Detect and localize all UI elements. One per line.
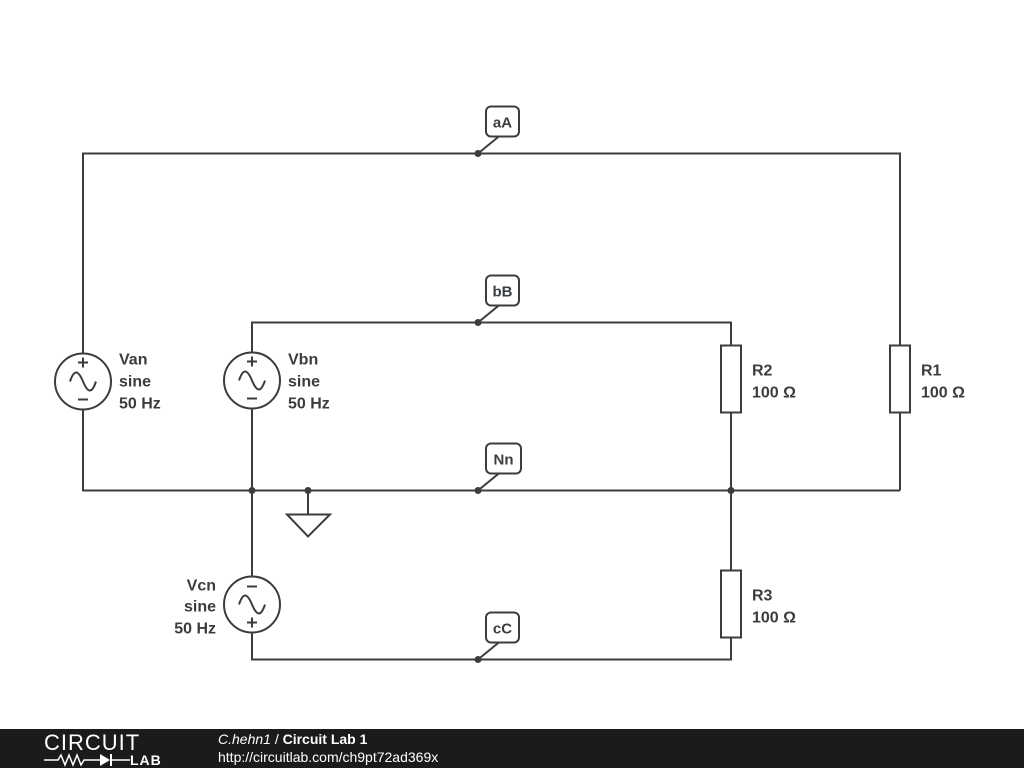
schematic-url[interactable]: http://circuitlab.com/ch9pt72ad369x xyxy=(218,749,439,765)
logo-resistor-diode-icon xyxy=(44,753,130,767)
label-text: cC xyxy=(493,621,512,638)
logo-text-bottom: LAB xyxy=(130,752,162,768)
junction-dot xyxy=(727,487,735,494)
label-leader xyxy=(477,471,501,492)
ground-symbol[interactable] xyxy=(284,513,333,538)
resistor-r2[interactable]: R2 100 Ω xyxy=(720,344,796,414)
wire-cC[interactable] xyxy=(251,632,732,661)
resistor-name: R1 xyxy=(921,363,942,380)
resistor-r3[interactable]: R3 100 Ω xyxy=(720,569,796,639)
label-box xyxy=(485,611,520,644)
source-freq: 50 Hz xyxy=(119,396,161,413)
node-label-bB[interactable]: bB xyxy=(477,274,520,324)
resistor-value: 100 Ω xyxy=(752,610,796,627)
resistor-value: 100 Ω xyxy=(752,385,796,402)
sine-wave-icon xyxy=(238,594,266,615)
credit-separator: / xyxy=(270,731,283,747)
source-name: Vbn xyxy=(288,352,318,369)
source-type: sine xyxy=(184,599,216,616)
label-leader xyxy=(477,640,501,661)
node-label-cC[interactable]: cC xyxy=(477,611,520,661)
source-type: sine xyxy=(119,374,151,391)
resistor-name: R3 xyxy=(752,588,773,605)
source-freq: 50 Hz xyxy=(174,621,216,638)
circuitlab-logo[interactable]: CIRCUIT LAB xyxy=(44,730,179,768)
label-leader xyxy=(477,303,501,324)
wire-neutral-bus[interactable] xyxy=(82,405,900,492)
resistor-body xyxy=(720,569,742,639)
wire-aA[interactable] xyxy=(82,152,901,358)
resistor-body xyxy=(720,344,742,414)
voltage-source-van[interactable]: Van sine 50 Hz xyxy=(54,352,161,413)
wire-bB[interactable] xyxy=(251,321,732,353)
source-type: sine xyxy=(288,374,320,391)
source-freq: 50 Hz xyxy=(288,396,330,413)
label-leader xyxy=(477,134,501,155)
resistor-value: 100 Ω xyxy=(921,385,965,402)
label-text: bB xyxy=(493,284,513,301)
sine-wave-icon xyxy=(238,370,266,391)
junction-dot xyxy=(248,487,256,494)
logo-text-top: CIRCUIT xyxy=(44,730,141,755)
sine-wave-icon xyxy=(69,371,97,392)
label-box xyxy=(485,442,522,475)
source-name: Van xyxy=(119,352,147,369)
resistor-body xyxy=(889,344,911,414)
node-label-aA[interactable]: aA xyxy=(477,105,520,155)
node-label-Nn[interactable]: Nn xyxy=(477,442,522,492)
schematic-title[interactable]: Circuit Lab 1 xyxy=(282,731,368,747)
schematic-credit: C.hehn1 / Circuit Lab 1 xyxy=(218,731,367,748)
source-name: Vcn xyxy=(187,578,216,595)
footer-bar: CIRCUIT LAB C.hehn1 / Circuit Lab 1 http… xyxy=(0,729,1024,768)
voltage-source-vbn[interactable]: Vbn sine 50 Hz xyxy=(223,351,330,413)
author-link[interactable]: C.hehn1 xyxy=(218,731,271,747)
label-box xyxy=(485,105,520,138)
resistor-r1[interactable]: R1 100 Ω xyxy=(889,344,965,414)
voltage-source-vcn[interactable]: Vcn sine 50 Hz xyxy=(174,575,281,638)
label-text: aA xyxy=(493,115,512,132)
junction-dot xyxy=(304,487,312,494)
label-box xyxy=(485,274,520,307)
label-text: Nn xyxy=(494,452,514,469)
resistor-name: R2 xyxy=(752,363,773,380)
